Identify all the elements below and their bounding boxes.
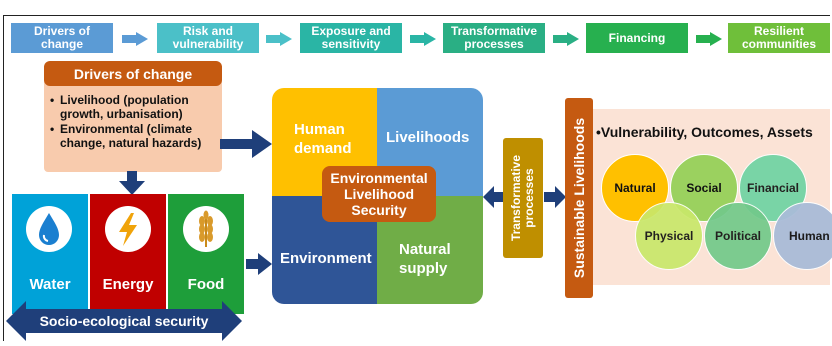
water-drop-icon <box>25 205 73 258</box>
pillar-water-label-wrap: Water <box>12 276 88 293</box>
asset-human: Human <box>773 202 832 270</box>
sustainable-livelihoods-label-wrap: Sustainable Livelihoods <box>566 98 592 298</box>
sustainable-livelihoods-label: Sustainable Livelihoods <box>571 117 587 279</box>
step-financing: Financing <box>586 23 688 53</box>
step-arrow-3 <box>410 32 436 51</box>
pillar-food-label: Food <box>187 276 225 293</box>
transformative-processes-label-wrap: Transformative processes <box>504 138 542 258</box>
step-transformative-processes: Transformative processes <box>443 23 545 53</box>
drivers-header: Drivers of change <box>44 61 222 86</box>
step-exposure-and-sensitivity: Exposure and sensitivity <box>300 23 402 53</box>
arrow-drivers-to-pillars <box>119 171 145 200</box>
arrow-drivers-to-security <box>220 130 272 163</box>
asset-physical: Physical <box>635 202 703 270</box>
socio-ecological-banner-label-wrap: Socio-ecological security <box>6 311 242 331</box>
step-arrow-5 <box>696 32 722 51</box>
drivers-bullet-1: •Livelihood (population growth, urbanisa… <box>50 93 189 121</box>
drivers-bullets: •Livelihood (population growth, urbanisa… <box>50 93 222 150</box>
pillar-energy-label: Energy <box>102 276 154 293</box>
socio-ecological-banner-arrow <box>6 301 242 346</box>
livelihoods-label: Livelihoods <box>386 129 470 146</box>
transformative-processes-box <box>503 138 543 258</box>
step-resilient-communities: Resilient communities <box>728 23 830 53</box>
step-arrow-4 <box>553 32 579 51</box>
top-frame <box>3 15 830 341</box>
drivers-bullet-2: •Environmental (climate change, natural … <box>50 122 202 150</box>
wheat-icon <box>182 205 230 258</box>
step-arrow-2 <box>266 32 292 51</box>
transformative-processes-label: Transformative processes <box>509 154 536 242</box>
outcomes-title-text: Vulnerability, Outcomes, Assets <box>600 124 813 140</box>
socio-ecological-banner-label: Socio-ecological security <box>39 313 209 329</box>
environment-label: Environment <box>280 250 372 267</box>
arrow-pillars-to-security <box>246 253 272 280</box>
step-arrow-1 <box>122 32 148 51</box>
pillar-energy-label-wrap: Energy <box>90 276 166 293</box>
step-risk-and-vulnerability: Risk and vulnerability <box>157 23 259 53</box>
lightning-icon <box>104 205 152 258</box>
drivers-title: Drivers of change <box>73 65 193 82</box>
asset-political: Political <box>704 202 772 270</box>
step-drivers-of-change: Drivers of change <box>11 23 113 53</box>
environmental-livelihood-security-box: Environmental Livelihood Security <box>322 166 436 222</box>
human-demand-label: Human demand <box>294 121 352 157</box>
pillar-food-label-wrap: Food <box>168 276 244 293</box>
natural-supply-label: Natural supply <box>399 241 451 277</box>
outcomes-title: •Vulnerability, Outcomes, Assets <box>596 124 813 140</box>
drivers-box <box>44 78 222 172</box>
arrow-security-transformative <box>483 186 505 213</box>
pillar-water-label: Water <box>29 276 71 293</box>
arrow-transformative-to-sustainable <box>544 186 566 213</box>
sustainable-livelihoods-box <box>565 98 593 298</box>
